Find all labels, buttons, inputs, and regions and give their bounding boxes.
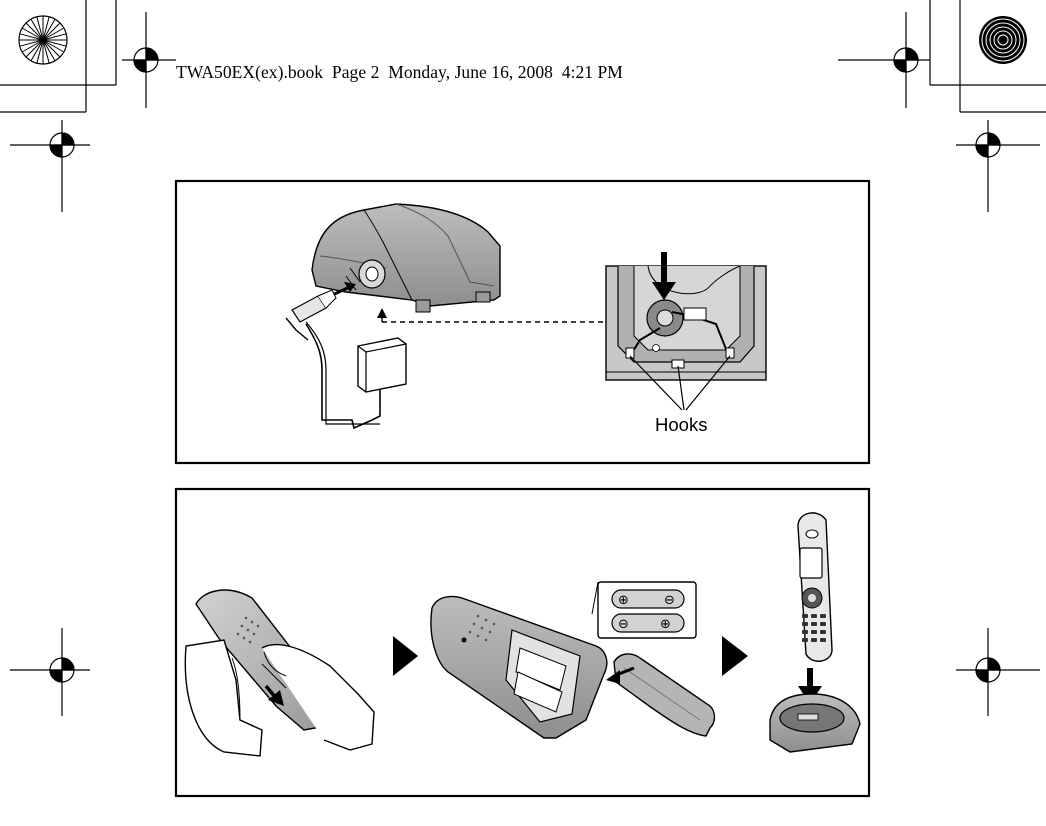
step-arrow-1-icon: [393, 636, 418, 676]
battery-polarity-inset: [592, 582, 696, 638]
detail-reference-line: [377, 308, 606, 322]
battery-plus-2: ⊕: [660, 617, 671, 632]
cover-insert-arrowhead-icon: [606, 670, 620, 684]
battery-minus-1: ⊖: [664, 593, 675, 608]
concentric-mark-right: [979, 16, 1027, 64]
charger-base-unit: [312, 204, 500, 312]
base-underside-detail: [606, 266, 766, 380]
handset-back-open: [431, 596, 607, 738]
battery-plus-1: ⊕: [618, 593, 629, 608]
step-arrow-2-icon: [722, 636, 748, 676]
charger-cradle: [770, 694, 860, 752]
hand-removing-cover: [185, 590, 374, 756]
battery-cover: [614, 654, 715, 736]
ac-adaptor: [358, 338, 406, 392]
sunburst-mark-left: [19, 16, 67, 64]
battery-minus-2: ⊖: [618, 617, 629, 632]
registration-crosshairs: [10, 12, 1040, 716]
handset-front: [798, 513, 832, 661]
